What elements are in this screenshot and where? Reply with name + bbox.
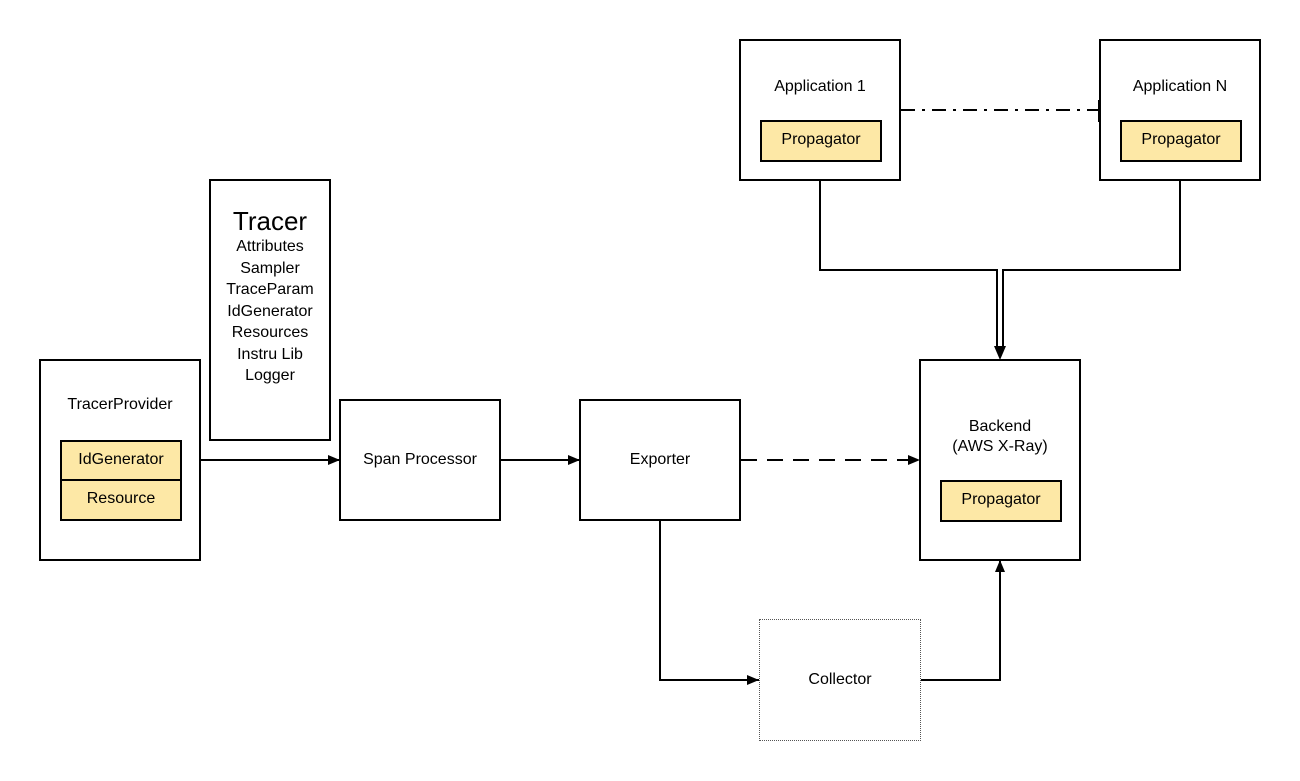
appn-to-backend-line: [1002, 180, 1181, 346]
tracer-provider-resource: Resource: [60, 479, 182, 521]
collector-to-backend-arrow: [921, 560, 1005, 681]
backend-propagator: Propagator: [940, 480, 1062, 522]
span-processor-title: Span Processor: [363, 451, 477, 468]
tracer-item-logger: Logger: [245, 367, 295, 384]
backend-box: Backend (AWS X-Ray) Propagator: [919, 359, 1081, 561]
application-1-box: Application 1 Propagator: [739, 39, 901, 181]
backend-subtitle: (AWS X-Ray): [952, 438, 1048, 455]
backend-name: Backend: [968, 418, 1032, 435]
span-processor-box: Span Processor: [339, 399, 501, 521]
exporter-to-collector-arrow: [659, 520, 759, 685]
apps-to-backend-arrowhead: [994, 346, 1006, 360]
tracer-content: Tracer Attributes Sampler TraceParam IdG…: [211, 206, 329, 387]
tracer-item-instru-lib: Instru Lib: [237, 345, 303, 363]
tracer-item-traceparam: TraceParam: [226, 281, 314, 298]
tracer-provider-title: TracerProvider: [67, 396, 173, 413]
exporter-title: Exporter: [629, 451, 691, 468]
application-n-title: Application N: [1132, 78, 1228, 95]
collector-title: Collector: [808, 671, 872, 688]
tracer-item-attributes: Attributes: [236, 238, 304, 255]
app1-to-backend-line: [819, 180, 998, 346]
tracer-box: Tracer Attributes Sampler TraceParam IdG…: [209, 179, 331, 441]
tracer-item-sampler: Sampler: [240, 259, 300, 277]
application-n-box: Application N Propagator: [1099, 39, 1261, 181]
tracer-provider-box: TracerProvider IdGenerator Resource: [39, 359, 201, 561]
tracer-title: Tracer: [232, 206, 308, 236]
exporter-box: Exporter: [579, 399, 741, 521]
tracer-provider-idgenerator: IdGenerator: [60, 440, 182, 481]
tracer-item-resources: Resources: [231, 324, 309, 341]
tracer-item-idgenerator: IdGenerator: [227, 302, 313, 320]
application-1-propagator: Propagator: [760, 120, 882, 162]
collector-box: Collector: [759, 619, 921, 741]
backend-title: Backend (AWS X-Ray): [921, 417, 1079, 457]
application-n-propagator: Propagator: [1120, 120, 1242, 162]
application-1-title: Application 1: [774, 78, 866, 95]
